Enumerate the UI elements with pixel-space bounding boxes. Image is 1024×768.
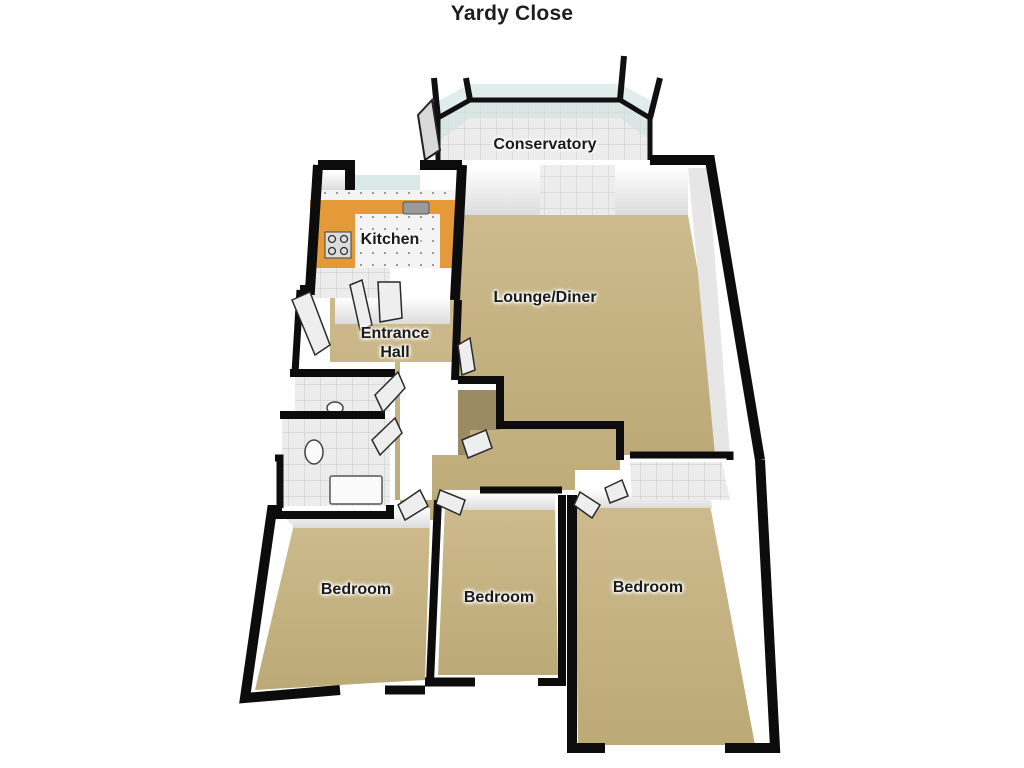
hob-icon [324,231,352,259]
front-door [291,290,331,357]
bathroom-door [371,416,403,457]
room-label-conservatory: Conservatory [493,136,597,153]
cupboard-door [461,428,493,460]
landing-door [604,478,629,504]
toilet-icon [304,439,324,465]
bathroom-room [282,372,390,506]
kitchen-room [310,172,455,268]
doors [291,278,629,522]
room-label-kitchen: Kitchen [360,231,420,248]
bedroom-middle-room [438,492,558,675]
lounge-door [457,336,476,377]
walls [239,155,781,753]
wc-door [374,370,406,414]
room-label-bedroom-middle: Bedroom [463,589,535,606]
lounge-diner-room [458,165,730,455]
conservatory-room [416,55,663,162]
hall-door [349,278,373,332]
bedroom-left-room [255,508,430,690]
room-label-bedroom-right: Bedroom [612,579,684,596]
utility-area [310,268,390,298]
bedroom-left-door [397,488,429,522]
bedroom-right-door [573,490,602,520]
bath-icon [329,475,383,505]
bedroom-middle-door [435,488,466,517]
room-label-bedroom-left: Bedroom [320,581,392,598]
room-label-entrance-hall: Entrance Hall [360,325,430,361]
conservatory-door [416,97,442,162]
kitchen-door [377,281,403,323]
page-title: Yardy Close [450,2,574,25]
room-label-lounge-diner: Lounge/Diner [493,289,597,306]
bedroom-right-room [575,462,755,745]
sink-icon [402,201,430,215]
